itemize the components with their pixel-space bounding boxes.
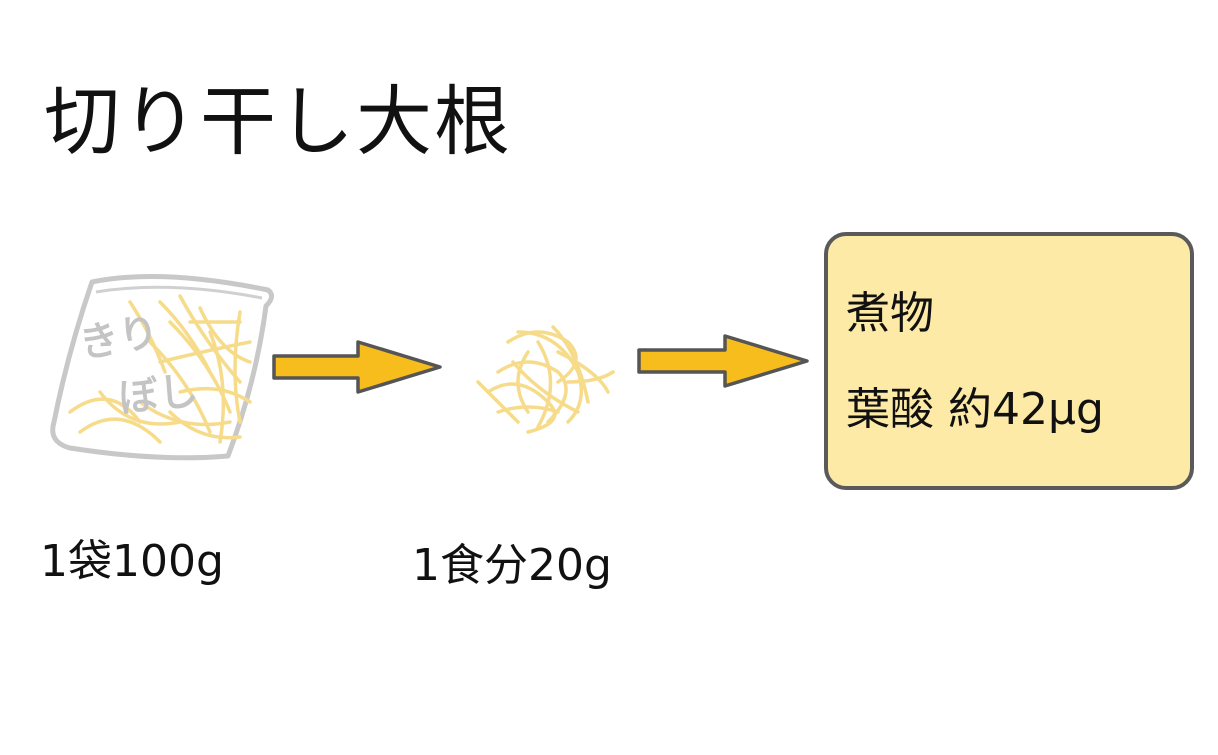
bag-caption: 1袋100g bbox=[40, 536, 224, 587]
bag-label-bottom: ぼし bbox=[116, 368, 200, 422]
arrow-right-icon bbox=[637, 334, 809, 388]
result-box: 煮物 葉酸 約42μg bbox=[824, 232, 1194, 490]
dried-radish-bag-icon: きり ぼし bbox=[50, 274, 274, 461]
page-title: 切り干し大根 bbox=[44, 77, 512, 166]
result-dish: 煮物 bbox=[846, 288, 934, 339]
arrow-right-icon bbox=[272, 340, 442, 394]
result-nutrient: 葉酸 約42μg bbox=[846, 384, 1104, 435]
serving-caption: 1食分20g bbox=[412, 540, 612, 591]
shredded-radish-icon bbox=[476, 325, 615, 434]
bag-label-top: きり bbox=[76, 309, 163, 368]
